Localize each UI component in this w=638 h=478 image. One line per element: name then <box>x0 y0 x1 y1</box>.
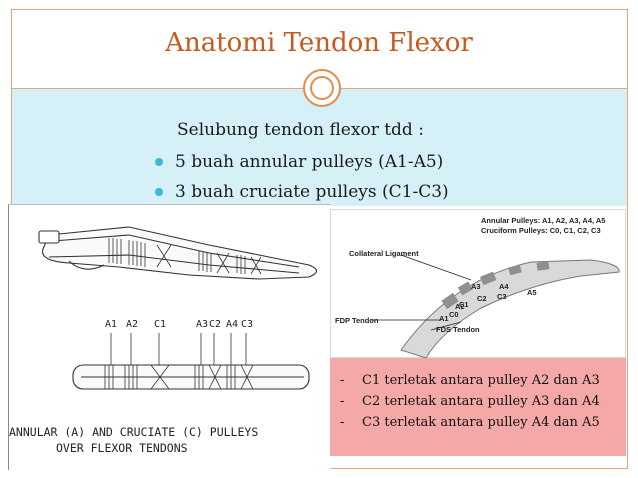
bullet-item: 3 buah cruciate pulleys (C1-C3) <box>155 180 449 210</box>
pulley-label: C1 <box>154 319 166 330</box>
photo-label-collateral: Collateral Ligament <box>349 249 419 258</box>
pulley-photo-illustration <box>371 254 620 359</box>
intro-text: Selubung tendon flexor tdd : <box>177 120 424 140</box>
photo-label: C0 <box>449 310 459 319</box>
pulley-label: A2 <box>126 319 138 330</box>
photo-label: A5 <box>527 288 537 297</box>
bullet-item: 5 buah annular pulleys (A1-A5) <box>155 150 449 180</box>
photo-label-fdp: FDP Tendon <box>335 316 379 325</box>
bullet-list: 5 buah annular pulleys (A1-A5) 3 buah cr… <box>155 150 449 210</box>
photo-label: A1 <box>439 314 449 323</box>
notes-box: -C1 terletak antara pulley A2 dan A3 -C2… <box>330 358 626 456</box>
pulley-diagram-illustration: A1 A2 C1 A3 C2 A4 C3 <box>38 226 318 390</box>
pulley-diagram: A1 A2 C1 A3 C2 A4 C3 <box>8 204 331 470</box>
bullet-text: 3 buah cruciate pulleys (C1-C3) <box>175 182 449 202</box>
photo-label: C2 <box>477 294 487 303</box>
pulley-photo: Annular Pulleys: A1, A2, A3, A4, A5 Cruc… <box>330 209 626 359</box>
circle-ornament-icon <box>303 69 341 107</box>
content-band <box>12 88 627 206</box>
photo-legend-annular: Annular Pulleys: A1, A2, A3, A4, A5 <box>481 216 606 225</box>
pulley-label: A3 <box>196 319 208 330</box>
photo-label: C1 <box>459 300 469 309</box>
diagram-caption-line2: OVER FLEXOR TENDONS <box>56 441 188 455</box>
pulley-label: C3 <box>241 319 253 330</box>
bullet-text: 5 buah annular pulleys (A1-A5) <box>175 152 444 172</box>
photo-label-fds: FDS Tendon <box>436 325 480 334</box>
note-line: -C3 terletak antara pulley A4 dan A5 <box>340 415 600 430</box>
pulley-label: C2 <box>209 319 221 330</box>
photo-label: A2 <box>455 302 465 311</box>
photo-label: C3 <box>497 292 507 301</box>
slide-title: Anatomi Tendon Flexor <box>165 28 473 58</box>
pulley-label: A1 <box>105 319 117 330</box>
bullet-dot-icon <box>155 188 163 196</box>
photo-legend-cruciform: Cruciform Pulleys: C0, C1, C2, C3 <box>481 226 601 235</box>
diagram-caption-line1: ANNULAR (A) AND CRUCIATE (C) PULLEYS <box>9 425 259 439</box>
bullet-dot-icon <box>155 158 163 166</box>
pulley-label: A4 <box>226 319 238 330</box>
note-line: -C2 terletak antara pulley A3 dan A4 <box>340 394 600 409</box>
photo-label: A3 <box>471 282 481 291</box>
photo-label: A4 <box>499 282 509 291</box>
note-line: -C1 terletak antara pulley A2 dan A3 <box>340 373 600 388</box>
